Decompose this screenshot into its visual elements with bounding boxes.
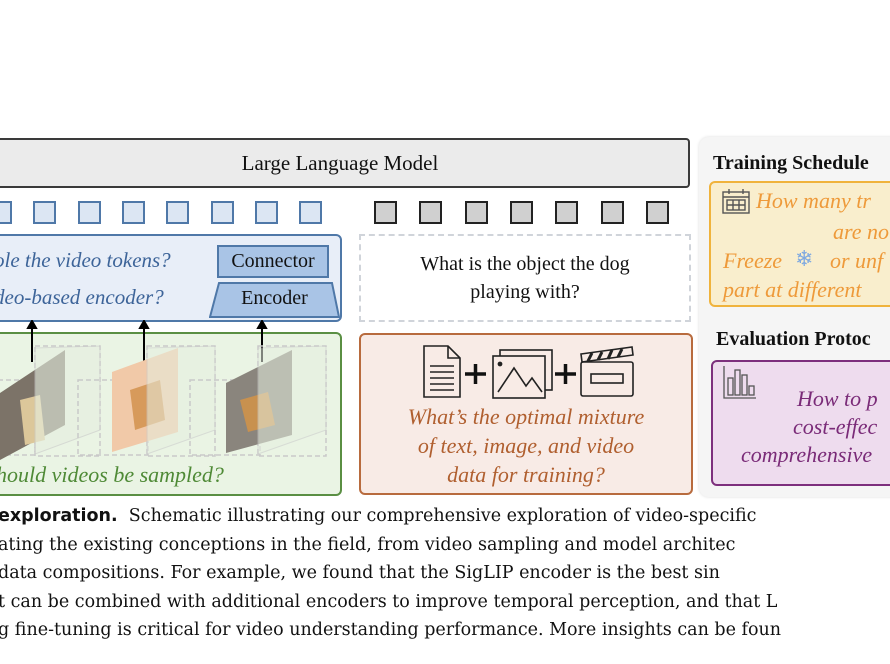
architecture-question-2: deo-based encoder? (0, 285, 164, 309)
arrow-up-icon (26, 320, 38, 362)
training-schedule-line: or unf (830, 248, 884, 273)
text-query: What is the object the dog playing with? (420, 253, 630, 303)
video-token (299, 201, 323, 224)
arrow-up-icon (138, 320, 150, 362)
data-mixture-question: What’s the optimal mixture of text, imag… (407, 404, 645, 487)
evaluation-line: How to p (797, 386, 878, 411)
training-schedule-title: Training Schedule (713, 152, 869, 174)
caption-line-2: ating the existing conceptions in the fi… (0, 535, 736, 555)
image-icon (492, 349, 553, 399)
text-token (509, 201, 533, 224)
training-schedule-line: are no (833, 219, 890, 244)
encoder-trapezoid (209, 282, 340, 318)
video-token (121, 201, 145, 224)
evaluation-protocol-title: Evaluation Protoc (716, 328, 871, 350)
evaluation-line: comprehensive (741, 442, 873, 467)
video-token (210, 201, 234, 224)
evaluation-line: cost-effec (793, 414, 878, 439)
text-token (600, 201, 624, 224)
plus-icon (465, 364, 486, 384)
architecture-question-1: ole the video tokens? (0, 248, 171, 272)
text-token (374, 201, 397, 224)
video-frames-illustration (0, 320, 327, 460)
evaluation-protocol-box (711, 360, 890, 486)
connector-block: Connector (217, 245, 329, 278)
video-token (77, 201, 101, 224)
training-schedule-line: part at different (723, 277, 862, 302)
text-token (555, 201, 579, 224)
plus-icon (555, 364, 576, 384)
bar-chart-icon (723, 366, 756, 399)
video-token (254, 201, 278, 224)
text-token (419, 201, 443, 224)
caption-bold-lead: exploration. (0, 506, 118, 526)
encoder-label: Encoder (241, 287, 308, 309)
data-mixture-box (359, 333, 693, 495)
document-icon (423, 345, 461, 398)
caption-line-3: data compositions. For example, we found… (0, 563, 720, 583)
text-query-box: What is the object the dog playing with? (359, 234, 691, 322)
calendar-icon (722, 189, 750, 214)
caption-line-1: exploration. Schematic illustrating our … (0, 506, 757, 526)
training-schedule-line: Freeze (723, 248, 783, 273)
data-mixture-icons (423, 345, 634, 399)
video-token (166, 201, 190, 224)
encoder-block: Encoder (209, 282, 340, 318)
clapperboard-icon (580, 346, 634, 397)
llm-block: Large Language Model (0, 138, 690, 188)
text-token (464, 201, 488, 224)
llm-label: Large Language Model (241, 150, 439, 175)
training-schedule-line: How many tr (756, 188, 871, 213)
video-token (0, 201, 12, 224)
caption-line-4: t can be combined with additional encode… (0, 592, 778, 612)
snowflake-icon: ❄ (795, 246, 814, 271)
video-token (33, 201, 57, 224)
caption-line-5: g fine-tuning is critical for video unde… (0, 620, 782, 640)
text-token (645, 201, 669, 224)
connector-label: Connector (231, 250, 315, 272)
sampling-question: hould videos be sampled? (0, 462, 224, 487)
